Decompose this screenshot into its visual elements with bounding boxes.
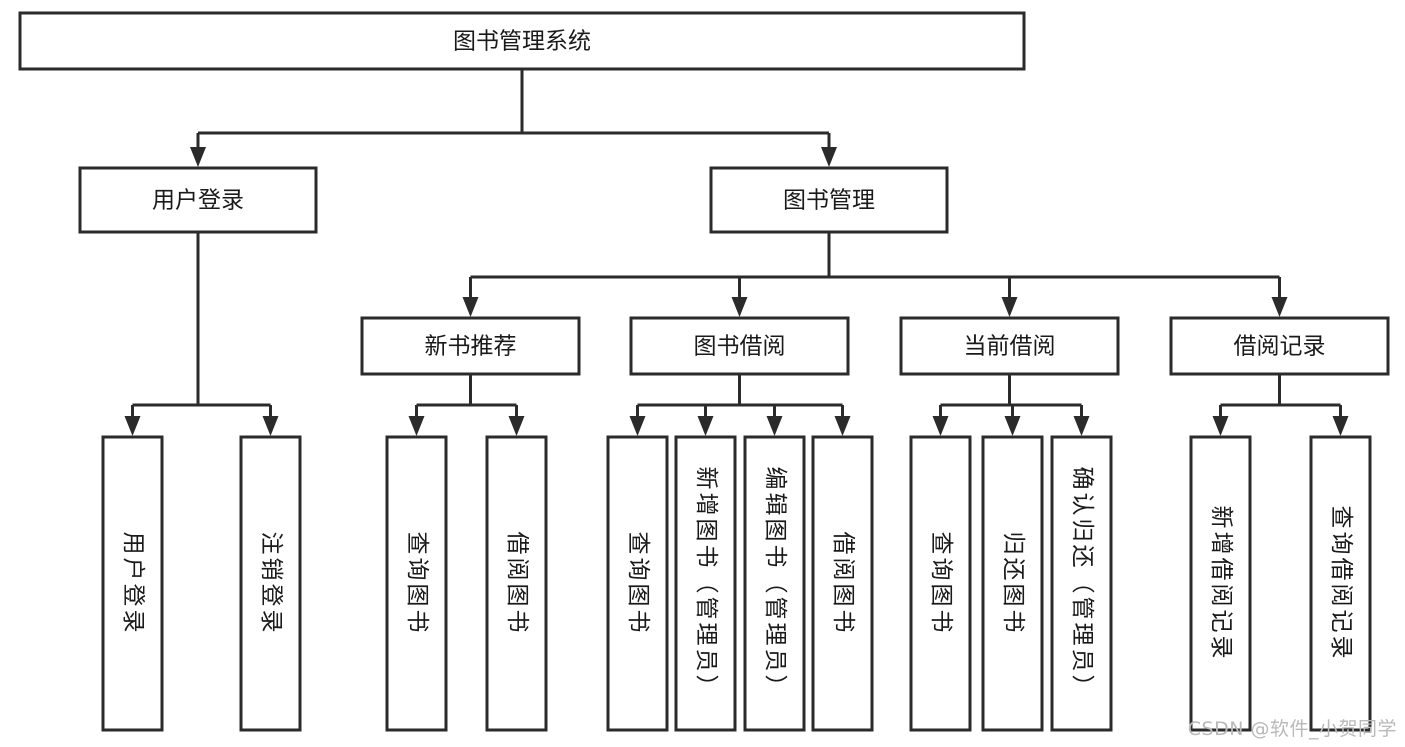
node-box-leaf-add-book[interactable]: [674, 435, 737, 732]
node-book-manage[interactable]: 图书管理: [709, 166, 949, 234]
node-box-book-manage[interactable]: [709, 166, 949, 234]
node-book-borrow[interactable]: 图书借阅: [629, 316, 850, 376]
node-boxes-layer: 图书管理系统用户登录图书管理新书推荐图书借阅当前借阅借阅记录用户登录注销登录查询…: [18, 11, 1390, 732]
node-box-user-login[interactable]: [78, 166, 318, 234]
edges-borrow-record-to-leaves: [1212, 374, 1349, 436]
node-leaf-edit-book[interactable]: 编辑图书（管理员）: [743, 435, 806, 732]
node-box-new-book-recommend[interactable]: [360, 316, 581, 376]
edges-book-borrow-to-leaves: [629, 374, 851, 436]
node-box-leaf-borrow-book-1[interactable]: [485, 435, 548, 732]
node-box-book-borrow[interactable]: [629, 316, 850, 376]
node-leaf-query-record[interactable]: 查询借阅记录: [1309, 435, 1372, 732]
node-box-leaf-user-login[interactable]: [101, 435, 164, 732]
node-leaf-add-book[interactable]: 新增图书（管理员）: [674, 435, 737, 732]
node-leaf-user-login[interactable]: 用户登录: [101, 435, 164, 732]
node-label-book-borrow: 图书借阅: [694, 334, 786, 360]
node-leaf-query-book-3[interactable]: 查询图书: [909, 435, 972, 732]
node-leaf-return-book[interactable]: 归还图书: [981, 435, 1044, 732]
edges-current-borrow-to-leaves: [932, 374, 1090, 436]
node-box-leaf-borrow-book-2[interactable]: [811, 435, 874, 732]
node-user-login[interactable]: 用户登录: [78, 166, 318, 234]
edges-new-book-recommend-to-leaves: [408, 374, 525, 436]
node-current-borrow[interactable]: 当前借阅: [899, 316, 1120, 376]
node-label-leaf-logout: 注销登录: [258, 532, 284, 636]
node-root[interactable]: 图书管理系统: [18, 11, 1026, 71]
node-box-leaf-query-record[interactable]: [1309, 435, 1372, 732]
node-label-current-borrow: 当前借阅: [964, 334, 1056, 360]
node-leaf-borrow-book-1[interactable]: 借阅图书: [485, 435, 548, 732]
node-label-leaf-user-login: 用户登录: [120, 532, 146, 636]
node-box-borrow-record[interactable]: [1169, 316, 1390, 376]
node-label-leaf-query-book-1: 查询图书: [404, 532, 430, 636]
node-label-borrow-record: 借阅记录: [1234, 334, 1326, 360]
node-box-current-borrow[interactable]: [899, 316, 1120, 376]
node-label-leaf-add-book: 新增图书（管理员）: [693, 467, 719, 701]
node-box-leaf-query-book-2[interactable]: [606, 435, 669, 732]
node-label-leaf-borrow-book-1: 借阅图书: [504, 532, 530, 636]
node-box-leaf-confirm-return[interactable]: [1050, 435, 1113, 732]
node-borrow-record[interactable]: 借阅记录: [1169, 316, 1390, 376]
node-leaf-borrow-book-2[interactable]: 借阅图书: [811, 435, 874, 732]
node-label-leaf-query-book-3: 查询图书: [928, 532, 954, 636]
node-box-root[interactable]: [18, 11, 1026, 71]
node-leaf-query-book-2[interactable]: 查询图书: [606, 435, 669, 732]
node-label-user-login: 用户登录: [152, 188, 244, 214]
node-label-new-book-recommend: 新书推荐: [425, 334, 517, 360]
node-box-leaf-edit-book[interactable]: [743, 435, 806, 732]
node-label-leaf-return-book: 归还图书: [1000, 532, 1026, 636]
connector-edges-layer: [124, 69, 1349, 436]
node-leaf-add-record[interactable]: 新增借阅记录: [1189, 435, 1252, 732]
node-label-leaf-edit-book: 编辑图书（管理员）: [762, 467, 788, 701]
node-label-leaf-borrow-book-2: 借阅图书: [830, 532, 856, 636]
node-box-leaf-return-book[interactable]: [981, 435, 1044, 732]
node-label-leaf-query-book-2: 查询图书: [625, 532, 651, 636]
node-box-leaf-add-record[interactable]: [1189, 435, 1252, 732]
node-leaf-logout[interactable]: 注销登录: [239, 435, 302, 732]
node-box-leaf-logout[interactable]: [239, 435, 302, 732]
node-label-leaf-confirm-return: 确认归还（管理员）: [1069, 467, 1095, 701]
node-leaf-query-book-1[interactable]: 查询图书: [385, 435, 448, 732]
node-label-leaf-add-record: 新增借阅记录: [1208, 506, 1234, 662]
node-box-leaf-query-book-3[interactable]: [909, 435, 972, 732]
node-label-root: 图书管理系统: [453, 29, 591, 55]
node-label-leaf-query-record: 查询借阅记录: [1328, 506, 1354, 662]
edges-book-manage-to-level3: [462, 232, 1288, 317]
node-box-leaf-query-book-1[interactable]: [385, 435, 448, 732]
edges-user-login-to-leaves: [124, 232, 279, 436]
edges-root-to-level2: [190, 69, 837, 167]
node-label-book-manage: 图书管理: [783, 188, 875, 214]
node-new-book-recommend[interactable]: 新书推荐: [360, 316, 581, 376]
node-leaf-confirm-return[interactable]: 确认归还（管理员）: [1050, 435, 1113, 732]
